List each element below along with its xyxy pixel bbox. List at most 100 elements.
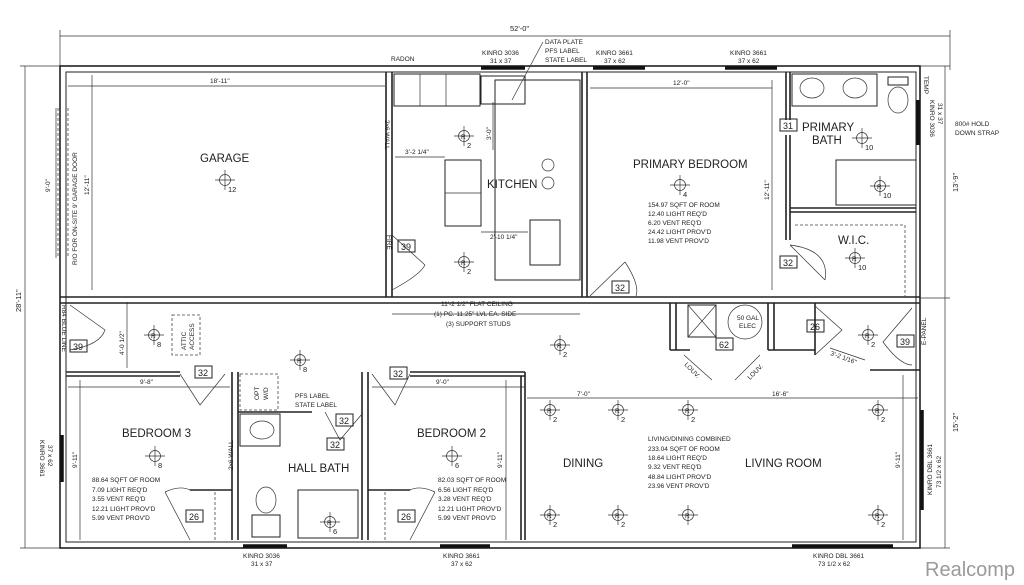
stat-line: 3.55 VENT REQ'D: [92, 496, 146, 503]
door-tag-label: 39: [73, 342, 83, 352]
state-label-note: STATE LABEL: [295, 402, 337, 409]
bedroom3-depth-dim: 9'-11": [72, 451, 79, 468]
recessed-light-icon: R10: [870, 176, 891, 200]
door-tag: 32: [194, 365, 213, 379]
living-width-dim: 16'-6": [772, 391, 789, 398]
window-label: KINRO DBL 3661: [813, 553, 864, 560]
window-label: KINRO 3036: [482, 50, 519, 57]
temp-note: TEMP: [922, 76, 929, 94]
primary-bedroom-stats: 154.97 SQFT OF ROOM 12.40 LIGHT REQ'D 6.…: [648, 202, 720, 245]
room-label-primary-bedroom: PRIMARY BEDROOM: [633, 159, 748, 171]
garage-width-dim: 18'-11": [210, 78, 230, 85]
fixture-label: 10: [858, 263, 866, 272]
stat-line: 6.20 VENT REQ'D: [648, 220, 702, 227]
pfs-label-note: PFS LABEL: [295, 393, 330, 400]
note-line: 11'-2 1/2" FLAT CEILING: [441, 301, 513, 308]
attic-access-label-line2: ACCESS: [189, 323, 196, 350]
svg-text:R: R: [852, 256, 857, 263]
window-label: KINRO 3661: [730, 50, 767, 57]
recessed-light-icon: R2: [540, 505, 560, 529]
washer-dryer-area: [239, 373, 279, 411]
window-size: 37 x 62: [604, 58, 626, 65]
svg-text:R: R: [865, 333, 870, 340]
window-size: 73 1/2 x 62: [936, 455, 943, 488]
fixture-label: 2: [881, 415, 885, 424]
stat-line: 48.84 LIGHT PROV'D: [648, 474, 712, 481]
opt-wd-label-line2: W/D: [263, 387, 270, 400]
door-tag: 62: [715, 337, 734, 351]
door-tag: 39: [69, 339, 88, 353]
window-size: 73 1/2 x 62: [818, 561, 851, 568]
door-tag-label: 39: [401, 242, 411, 252]
refrigerator: [529, 219, 561, 266]
svg-text:R: R: [615, 513, 620, 520]
room-label-kitchen: KITCHEN: [487, 179, 537, 191]
sink-icon: [842, 77, 868, 99]
fixture-label: 2: [467, 141, 471, 150]
radon-note: RADON: [391, 56, 415, 63]
stat-line: 12.21 LIGHT PROV'D: [438, 506, 502, 513]
hold-down-note: 800# HOLD: [955, 121, 990, 128]
note-line: (3) SUPPORT STUDS: [446, 321, 511, 328]
bedroom2-depth-dim: 9'-11": [497, 451, 504, 468]
note-line: (1) PC. 11.25" LVL EA. SIDE: [434, 311, 517, 318]
window-size: 37 x 62: [451, 561, 473, 568]
stat-line: 18.64 LIGHT REQ'D: [648, 455, 707, 462]
door-tag: 32: [326, 437, 345, 451]
surface-light-icon: 4: [670, 175, 690, 199]
primary-bedroom-depth-dim: 12'-11": [764, 180, 771, 200]
room-label-bedroom3: BEDROOM 3: [122, 428, 191, 440]
kitchen-cabinets: [393, 73, 581, 281]
door-tag: 26: [185, 509, 204, 523]
shower-icon: [297, 489, 359, 539]
overall-depth-label: 28'-11": [14, 289, 23, 312]
toilet-icon: [255, 486, 277, 514]
door-tag-label: 32: [330, 440, 340, 450]
bedroom3-width-dim: 9'-8": [140, 379, 154, 386]
window-size: 31 x 37: [936, 103, 943, 125]
garage-depth-dim: 12'-11": [84, 175, 91, 195]
stat-line: 233.04 SQFT OF ROOM: [648, 446, 720, 453]
door-tag-label: 26: [810, 322, 820, 332]
recessed-light-icon: R2: [454, 252, 474, 276]
recessed-light-icon: R2: [454, 126, 474, 150]
hall-depth-dim: 4'-0 1/2": [119, 331, 126, 355]
fixture-label: 2: [621, 520, 625, 529]
bath-fixtures: [171, 73, 917, 539]
window-size: 31 x 37: [251, 561, 273, 568]
kitchen-dim: 3'-0": [486, 126, 493, 140]
stat-line: 82.03 SQFT OF ROOM: [438, 477, 506, 484]
note-line: PFS LABEL: [545, 48, 580, 55]
opt-wd-label: OPT: [254, 387, 261, 400]
door-tag-label: 32: [393, 369, 403, 379]
svg-text:R: R: [151, 333, 156, 340]
attic-access: [171, 314, 201, 356]
fixture-label: 2: [553, 415, 557, 424]
surface-light-icon: 12: [215, 170, 236, 194]
door-tag-label: 32: [339, 416, 349, 426]
recessed-light-icon: R8: [290, 350, 310, 374]
door-tag: 31: [779, 118, 798, 132]
fixture-label: 2: [563, 350, 567, 359]
furnace: [687, 304, 717, 338]
window-label: KINRO 3661: [443, 553, 480, 560]
fixture-label: 2: [871, 340, 875, 349]
fixture-label: 2: [881, 520, 885, 529]
right-lower-dim: 15'-2": [951, 413, 960, 432]
stat-line: 7.09 LIGHT REQ'D: [92, 487, 148, 494]
door-tag-label: 32: [198, 368, 208, 378]
svg-text:R: R: [461, 134, 466, 141]
bedroom2-stats: 82.03 SQFT OF ROOM 6.56 LIGHT REQ'D 3.28…: [438, 477, 506, 522]
window-labels: KINRO 3036 31 x 37 KINRO 3661 37 x 62 KI…: [38, 50, 943, 568]
stat-line: 6.56 LIGHT REQ'D: [438, 487, 494, 494]
stat-line: 3.28 VENT REQ'D: [438, 496, 492, 503]
stat-line: 88.64 SQFT OF ROOM: [92, 477, 160, 484]
hold-down-note-line2: DOWN STRAP: [955, 130, 999, 137]
svg-text:R: R: [327, 520, 332, 527]
room-label-hall-bath: HALL BATH: [288, 463, 349, 475]
recessed-light-icon: R2: [858, 325, 878, 349]
water-heater-label-line2: ELEC: [739, 323, 756, 330]
svg-text:R: R: [557, 343, 562, 350]
